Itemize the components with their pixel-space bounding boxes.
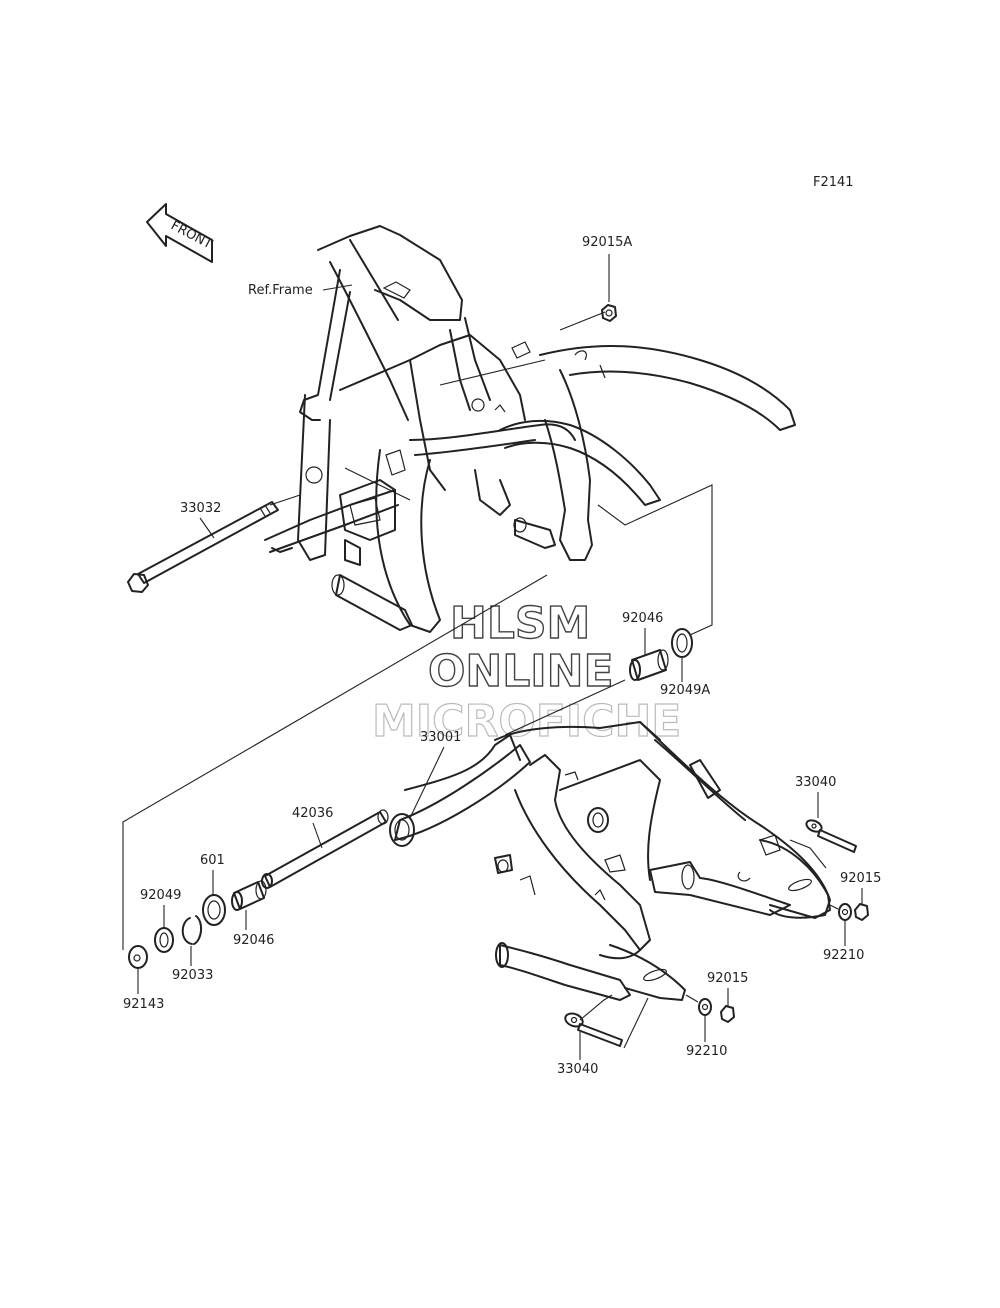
svg-text:HLSM: HLSM	[450, 598, 590, 649]
part-label-92210-right: 92210	[823, 948, 864, 963]
nut-92015-bottom	[720, 1005, 735, 1023]
ref-frame-label: Ref.Frame	[248, 283, 313, 298]
part-label-92210-bottom: 92210	[686, 1044, 727, 1059]
nut-92015-right	[854, 903, 869, 921]
front-arrow-icon: FRONT	[146, 203, 214, 263]
bearing-601	[202, 894, 226, 926]
part-label-92015A: 92015A	[582, 235, 632, 250]
seal-92049A	[671, 628, 693, 658]
main-frame	[264, 225, 796, 633]
circlip-92033	[181, 915, 202, 945]
collar-42036	[261, 809, 389, 889]
seal-92049	[154, 927, 174, 953]
part-label-92049: 92049	[140, 888, 181, 903]
washer-92210-bottom	[698, 998, 712, 1016]
bearing-92046-bottom	[231, 880, 267, 911]
bearing-92046-top	[629, 649, 669, 681]
part-label-92046-bottom: 92046	[233, 933, 274, 948]
svg-text:FRONT: FRONT	[168, 218, 214, 252]
part-label-92046-top: 92046	[622, 611, 663, 626]
part-label-92015-bottom: 92015	[707, 971, 748, 986]
part-label-33032: 33032	[180, 501, 221, 516]
part-label-601: 601	[200, 853, 225, 868]
svg-text:ONLINE: ONLINE	[428, 646, 614, 697]
part-label-33040-right: 33040	[795, 775, 836, 790]
part-label-42036: 42036	[292, 806, 333, 821]
adjuster-33040-bottom	[564, 1012, 623, 1047]
part-label-92049A: 92049A	[660, 683, 710, 698]
part-label-92143: 92143	[123, 997, 164, 1012]
part-label-33040-bottom: 33040	[557, 1062, 598, 1077]
figure-code: F2141	[813, 175, 854, 190]
swingarm-33001	[389, 721, 831, 1001]
pivot-shaft-33032	[127, 501, 279, 593]
watermark: HLSM ONLINE MICROFICHE	[371, 597, 682, 747]
adjuster-33040-right	[805, 819, 857, 853]
part-label-33001: 33001	[420, 730, 461, 745]
part-label-92033: 92033	[172, 968, 213, 983]
nut-92015A	[601, 304, 617, 322]
washer-92210-right	[838, 903, 852, 921]
svg-text:MICROFICHE: MICROFICHE	[372, 696, 681, 747]
part-label-92015-right: 92015	[840, 871, 881, 886]
cap-92143	[128, 945, 148, 969]
